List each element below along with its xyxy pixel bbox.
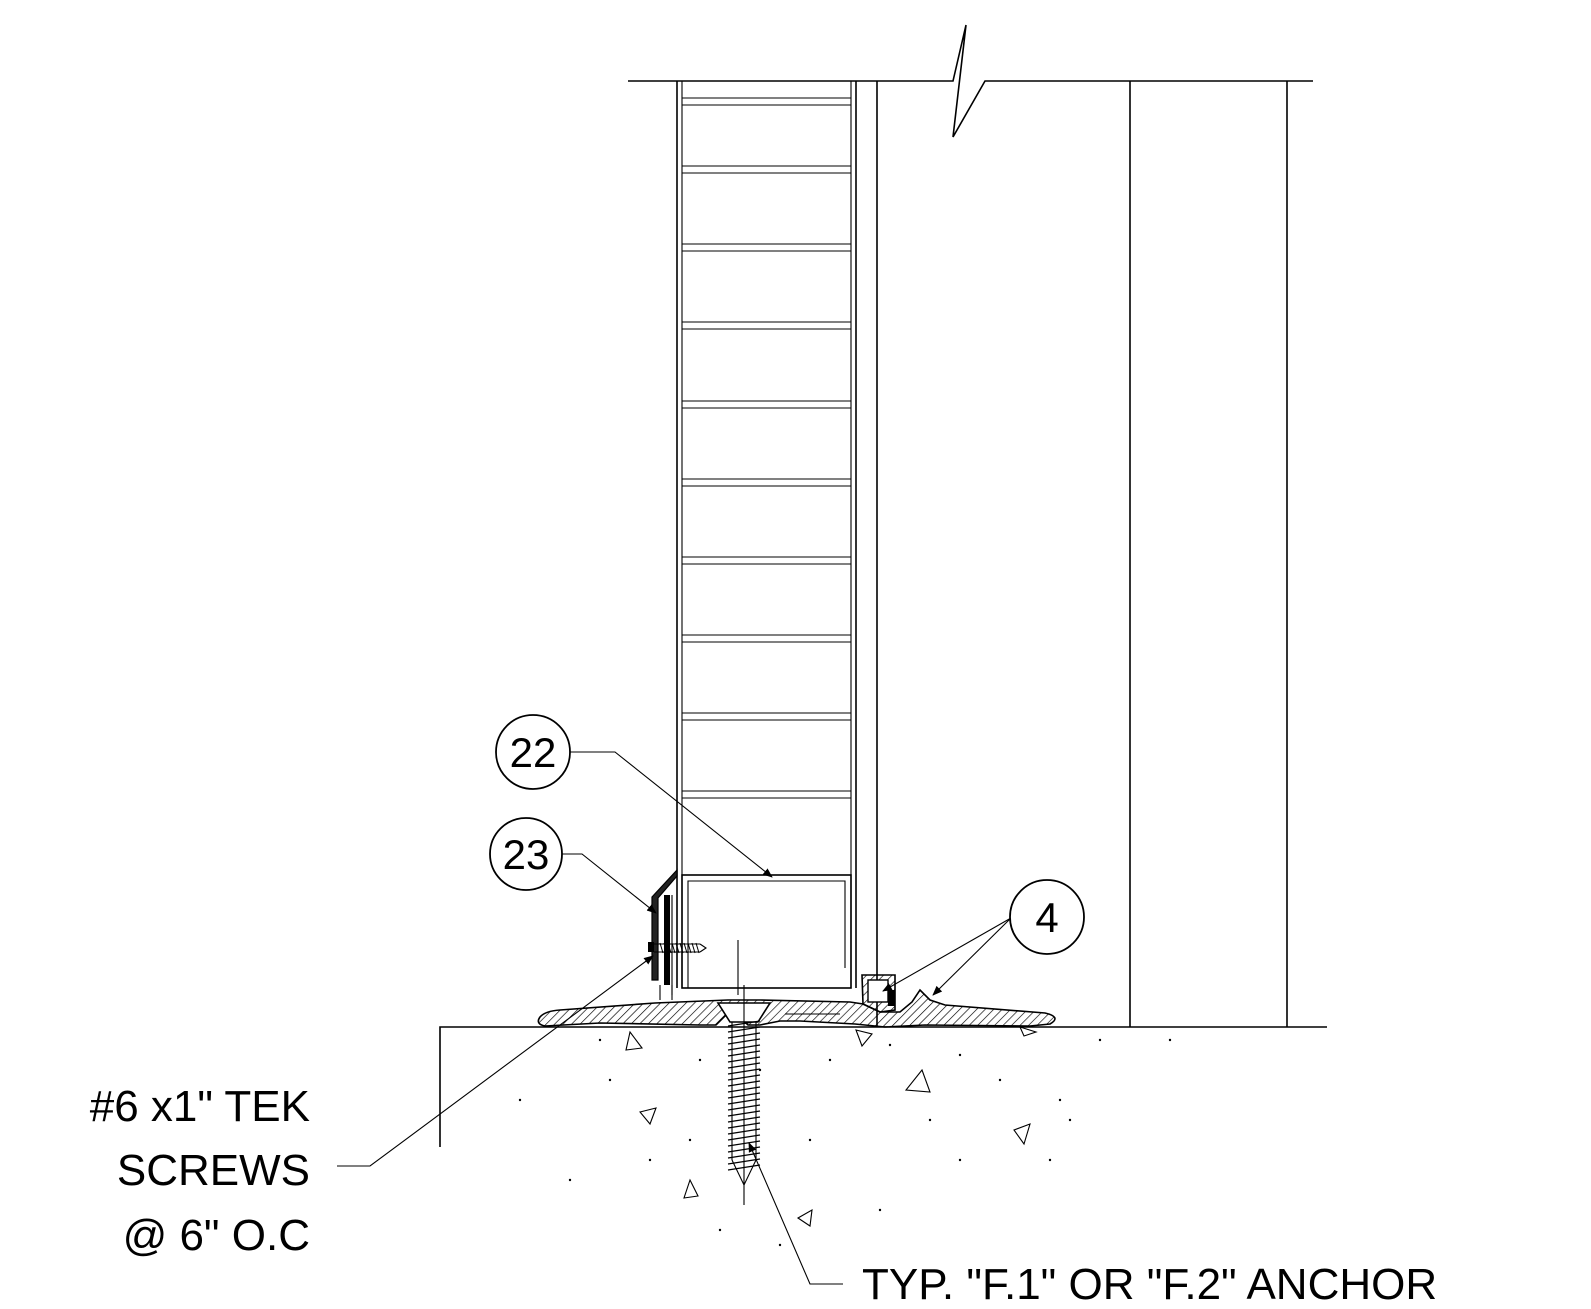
tek-screw (648, 942, 707, 954)
aggregate-dot (888, 1043, 892, 1047)
tek-note-line-3: @ 6" O.C (123, 1211, 310, 1260)
anchor-thread (727, 1128, 761, 1135)
tek-thread (667, 942, 672, 954)
callout-4-label: 4 (1035, 894, 1058, 941)
aggregate-stone (1019, 1026, 1038, 1037)
anchor-thread (727, 1044, 761, 1051)
tek-thread (691, 942, 696, 954)
aggregate-dot (928, 1118, 932, 1122)
aggregate-dot (1058, 1098, 1062, 1102)
aggregate-dot (568, 1178, 572, 1182)
callout-22-label: 22 (510, 729, 557, 776)
aggregate-stone (796, 1208, 813, 1227)
anchor-thread (727, 1116, 761, 1123)
tek-thread (675, 942, 680, 954)
tek-thread (679, 942, 684, 954)
callout-23: 23 (489, 817, 563, 891)
concrete-aggregate (518, 1026, 1172, 1247)
bottom-channel (681, 874, 852, 995)
tek-thread (695, 942, 700, 954)
aggregate-dot (608, 1078, 612, 1082)
aggregate-dot (1098, 1038, 1102, 1042)
aggregate-dot (998, 1078, 1002, 1082)
aggregate-dot (598, 1038, 602, 1042)
tek-screw-note: #6 x1" TEK SCREWS @ 6" O.C (90, 1082, 310, 1260)
aggregate-dot (518, 1098, 522, 1102)
anchor-thread (727, 1062, 761, 1069)
callout-4: 4 (1009, 879, 1085, 955)
anchor-thread (727, 1080, 761, 1087)
angle-trim (651, 868, 678, 1000)
aggregate-dot (958, 1053, 962, 1057)
aggregate-stone (625, 1030, 644, 1051)
anchor-thread (727, 1104, 761, 1111)
aggregate-dot (718, 1228, 722, 1232)
callout-23-label: 23 (503, 831, 550, 878)
aggregate-dot (1168, 1038, 1172, 1042)
anchor-thread (727, 1110, 761, 1117)
panel-cell-lines (682, 97, 851, 799)
aggregate-stone (855, 1029, 873, 1048)
leader-lines (337, 751, 1012, 1285)
anchor-thread (727, 1032, 761, 1039)
aggregate-stone (1013, 1123, 1031, 1146)
anchor-thread (727, 1020, 761, 1027)
aggregate-dot (828, 1058, 832, 1062)
aggregate-stone (683, 1178, 699, 1199)
anchor-thread (727, 1140, 761, 1147)
tek-note-line-1: #6 x1" TEK (90, 1082, 310, 1131)
aggregate-dot (808, 1138, 812, 1142)
anchor-thread (727, 1074, 761, 1081)
aggregate-dot (648, 1158, 652, 1162)
callout-22: 22 (495, 714, 571, 790)
aggregate-dot (1048, 1158, 1052, 1162)
tek-note-line-2: SCREWS (117, 1146, 310, 1195)
aggregate-dot (778, 1243, 782, 1247)
anchor-thread (727, 1086, 761, 1093)
aggregate-stone (904, 1068, 931, 1093)
anchor-note: TYP. "F.1" OR "F.2" ANCHOR (862, 1260, 1437, 1309)
top-break-line (628, 24, 1313, 138)
anchor-thread (727, 1092, 761, 1099)
tek-thread (671, 942, 676, 954)
threshold-base-plate (537, 988, 1056, 1028)
tek-thread (687, 942, 692, 954)
anchor-thread (727, 1050, 761, 1057)
aggregate-dot (688, 1138, 692, 1142)
anchor-thread (727, 1152, 761, 1159)
aggregate-dot (878, 1208, 882, 1212)
anchor-thread (727, 1098, 761, 1105)
anchor-thread (727, 1122, 761, 1129)
aggregate-stone (639, 1107, 657, 1126)
anchor-note-text: TYP. "F.1" OR "F.2" ANCHOR (862, 1260, 1437, 1309)
anchor-thread (727, 1056, 761, 1063)
wall-panel-verticals (676, 81, 1288, 1027)
anchor-thread (727, 1026, 761, 1033)
aggregate-dot (958, 1158, 962, 1162)
aggregate-dot (1068, 1118, 1072, 1122)
anchor-thread (727, 1068, 761, 1075)
anchor-thread (727, 1134, 761, 1141)
anchor-thread (727, 1164, 761, 1171)
anchor-tip (731, 1159, 757, 1187)
seal-insert (861, 974, 896, 1013)
tek-thread (659, 942, 664, 954)
tek-thread (683, 942, 688, 954)
tek-thread (663, 942, 668, 954)
concrete-slab (439, 1026, 1327, 1247)
aggregate-dot (698, 1058, 702, 1062)
anchor-thread (727, 1038, 761, 1045)
